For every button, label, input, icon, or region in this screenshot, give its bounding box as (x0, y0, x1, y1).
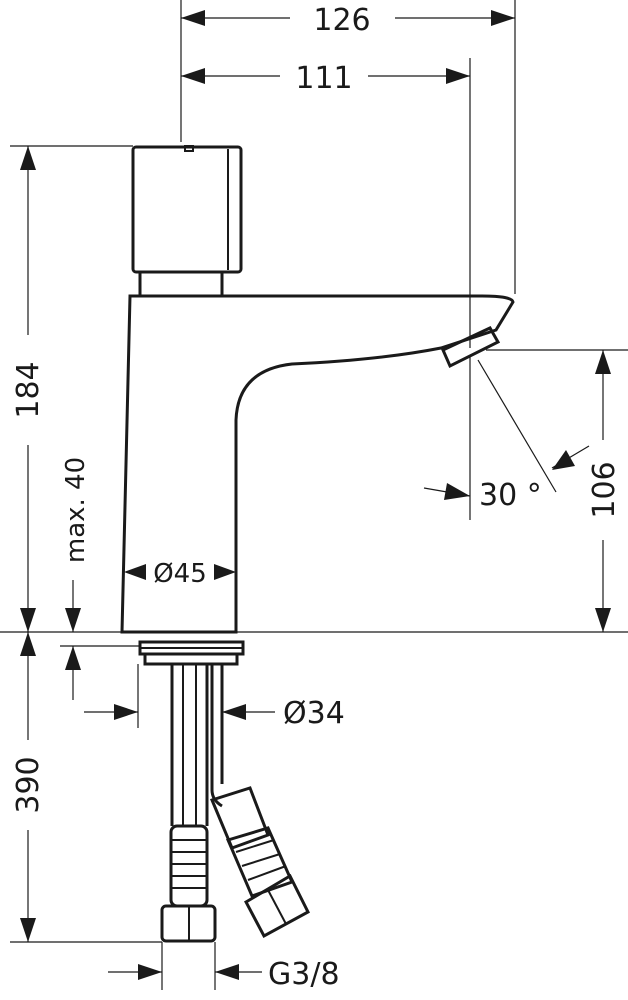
faucet-outline (120, 294, 515, 634)
dim-hole-diameter: Ø34 (283, 696, 345, 731)
dimension-arrows (20, 10, 611, 980)
dim-overall-width: 126 (313, 3, 370, 38)
dim-body-diameter: Ø45 (153, 559, 207, 589)
dimension-labels: 126 111 184 106 max. 40 Ø45 Ø34 390 G3/8… (11, 3, 622, 992)
dim-total-height: 184 (11, 361, 46, 418)
dim-spout-reach: 111 (295, 61, 352, 96)
faucet-body (120, 145, 515, 634)
dim-max-deck: max. 40 (61, 457, 91, 563)
push-button (131, 145, 243, 274)
dim-spray-angle: 30 ° (479, 478, 542, 513)
dim-spout-height: 106 (587, 461, 622, 518)
aerator (441, 326, 501, 369)
mounting-assembly (138, 640, 245, 826)
dim-hose-length: 390 (11, 756, 46, 813)
hose-fittings (160, 786, 310, 943)
dim-connection: G3/8 (268, 957, 340, 992)
